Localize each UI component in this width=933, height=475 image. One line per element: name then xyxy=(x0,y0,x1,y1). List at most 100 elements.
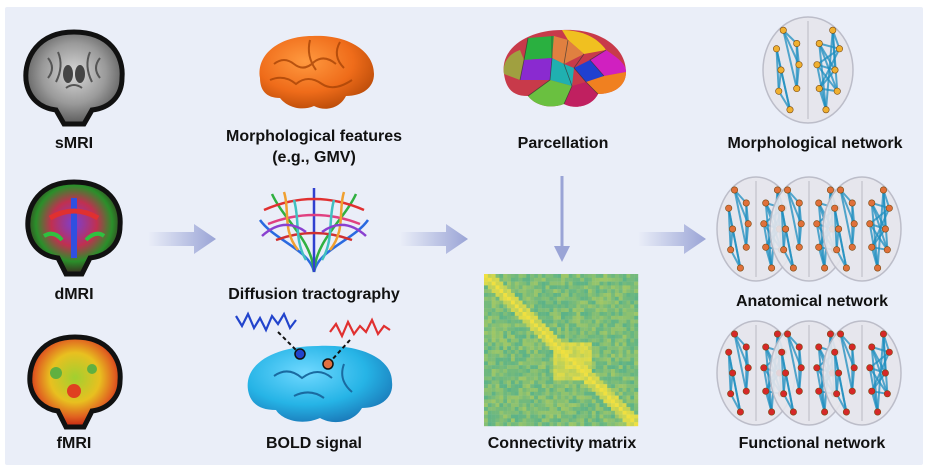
matrix-cell xyxy=(614,285,619,290)
matrix-cell xyxy=(591,289,596,294)
matrix-cell xyxy=(564,395,569,400)
matrix-cell xyxy=(630,319,635,324)
matrix-cell xyxy=(618,414,623,419)
matrix-cell xyxy=(557,403,562,408)
network-node xyxy=(762,387,770,395)
matrix-cell xyxy=(522,414,527,419)
matrix-cell xyxy=(611,285,616,290)
network-node xyxy=(850,364,858,372)
matrix-cell xyxy=(618,281,623,286)
matrix-cell xyxy=(553,353,558,358)
matrix-cell xyxy=(607,388,612,392)
matrix-cell xyxy=(630,342,635,347)
matrix-cell xyxy=(503,357,508,362)
matrix-cell xyxy=(514,296,519,301)
matrix-cell xyxy=(503,365,508,370)
network-node xyxy=(742,199,750,207)
network-brain-icon xyxy=(822,320,902,426)
matrix-cell xyxy=(491,353,496,358)
matrix-cell xyxy=(603,338,608,343)
matrix-cell xyxy=(564,380,569,385)
matrix-cell xyxy=(576,327,581,332)
matrix-cell xyxy=(484,361,489,366)
matrix-cell xyxy=(564,315,569,320)
matrix-cell xyxy=(591,312,596,316)
matrix-cell xyxy=(603,350,608,354)
matrix-cell xyxy=(495,346,500,351)
matrix-cell xyxy=(495,342,500,347)
matrix-cell xyxy=(518,346,523,351)
matrix-cell xyxy=(484,384,489,389)
matrix-cell xyxy=(587,285,592,290)
matrix-cell xyxy=(584,315,589,320)
matrix-cell xyxy=(541,414,546,419)
matrix-cell xyxy=(549,418,554,423)
matrix-cell xyxy=(495,418,500,423)
matrix-cell xyxy=(495,338,500,343)
matrix-cell xyxy=(484,380,489,385)
matrix-cell xyxy=(503,296,508,301)
matrix-cell xyxy=(553,395,558,400)
matrix-cell xyxy=(618,327,623,332)
matrix-cell xyxy=(499,357,504,362)
matrix-cell xyxy=(614,308,619,313)
matrix-cell xyxy=(614,342,619,347)
matrix-cell xyxy=(557,323,562,328)
matrix-cell xyxy=(499,334,504,339)
matrix-cell xyxy=(595,376,600,381)
matrix-cell xyxy=(518,274,523,278)
matrix-cell xyxy=(611,293,616,297)
matrix-cell xyxy=(572,403,577,408)
matrix-cell xyxy=(545,312,550,316)
matrix-cell xyxy=(634,350,639,354)
matrix-cell xyxy=(526,277,531,282)
matrix-cell xyxy=(595,407,600,411)
matrix-cell xyxy=(603,410,608,415)
matrix-cell xyxy=(499,407,504,411)
matrix-cell xyxy=(514,334,519,339)
matrix-cell xyxy=(564,327,569,332)
matrix-cell xyxy=(622,380,627,385)
matrix-cell xyxy=(499,296,504,301)
matrix-cell xyxy=(557,407,562,411)
matrix-cell xyxy=(545,281,550,286)
matrix-cell xyxy=(510,395,515,400)
matrix-cell xyxy=(503,342,508,347)
matrix-cell xyxy=(634,312,639,316)
matrix-cell xyxy=(630,293,635,297)
matrix-cell xyxy=(545,327,550,332)
matrix-cell xyxy=(534,372,539,377)
matrix-cell xyxy=(614,346,619,351)
matrix-cell xyxy=(611,346,616,351)
matrix-cell xyxy=(584,300,589,305)
matrix-cell xyxy=(618,399,623,404)
matrix-cell xyxy=(487,399,492,404)
matrix-cell xyxy=(522,327,527,332)
matrix-cell xyxy=(618,300,623,305)
network-node xyxy=(725,348,733,356)
matrix-cell xyxy=(503,350,508,354)
matrix-cell xyxy=(626,369,631,373)
matrix-cell xyxy=(522,361,527,366)
matrix-cell xyxy=(537,293,542,297)
matrix-cell xyxy=(526,357,531,362)
matrix-cell xyxy=(522,338,527,343)
matrix-cell xyxy=(534,289,539,294)
matrix-cell xyxy=(557,418,562,423)
matrix-cell xyxy=(495,281,500,286)
matrix-cell xyxy=(622,399,627,404)
matrix-cell xyxy=(534,376,539,381)
matrix-cell xyxy=(622,327,627,332)
matrix-cell xyxy=(507,342,512,347)
matrix-cell xyxy=(561,422,566,427)
matrix-cell xyxy=(553,281,558,286)
matrix-cell xyxy=(622,274,627,278)
matrix-cell xyxy=(503,376,508,381)
matrix-cell xyxy=(584,376,589,381)
matrix-cell xyxy=(522,357,527,362)
matrix-cell xyxy=(614,281,619,286)
matrix-cell xyxy=(557,327,562,332)
matrix-cell xyxy=(599,304,604,309)
matrix-cell xyxy=(553,380,558,385)
matrix-cell xyxy=(487,365,492,370)
